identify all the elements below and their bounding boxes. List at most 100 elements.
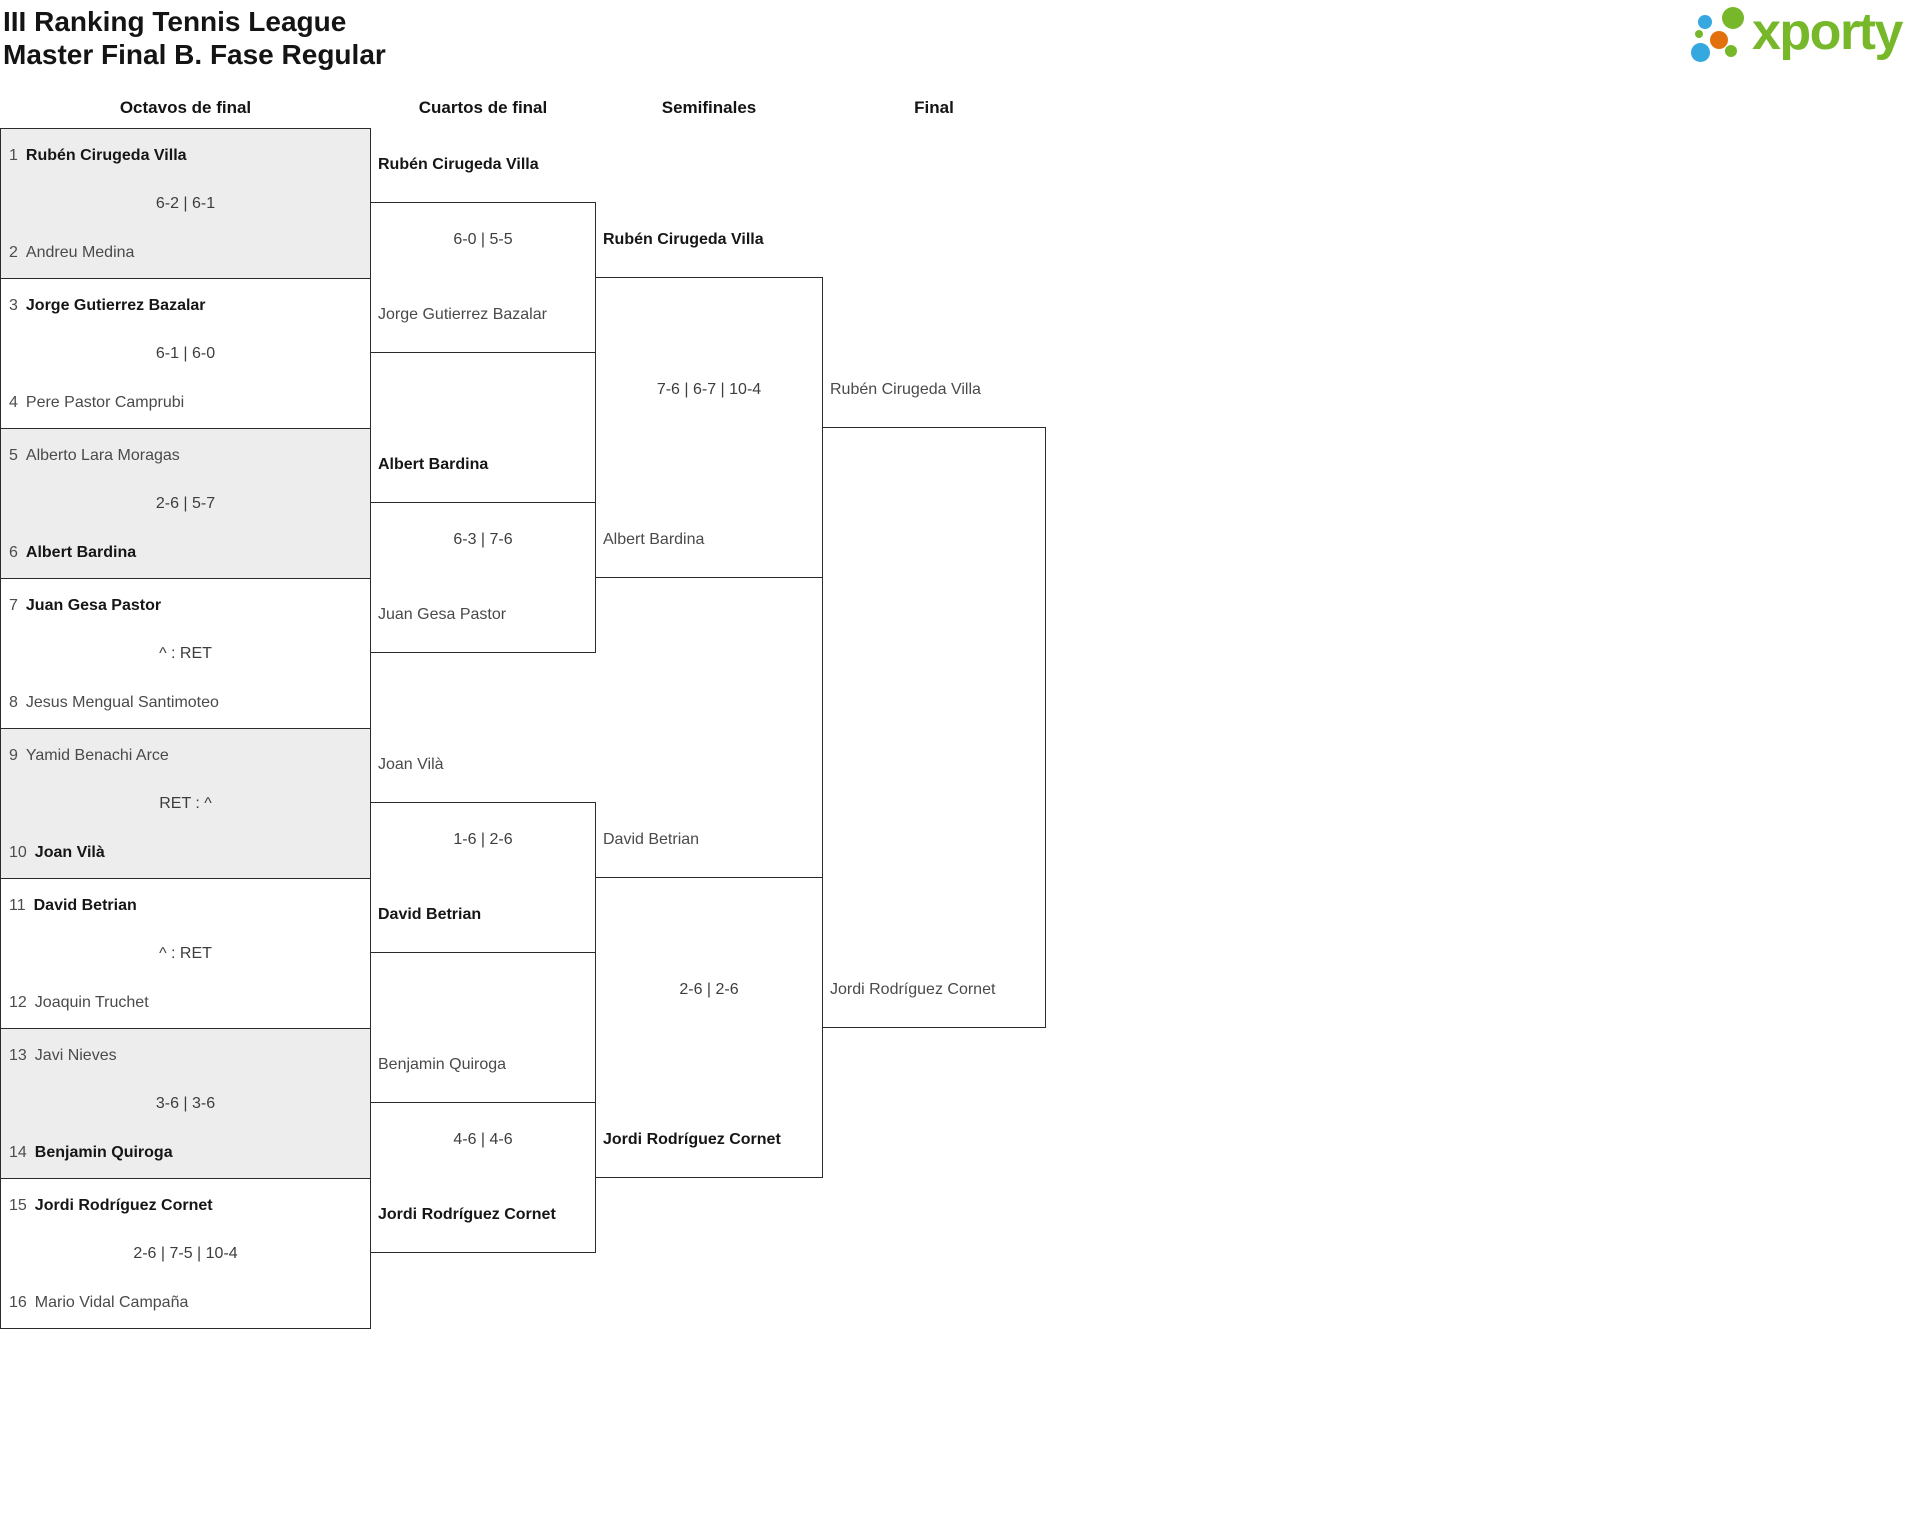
player-row: 10 Joan Vilà bbox=[9, 844, 362, 862]
seed-number: 3 bbox=[9, 297, 18, 314]
player-row: 3 Jorge Gutierrez Bazalar bbox=[9, 297, 362, 315]
match-box-octavos-6: 11 David Betrian ^ : RET 12 Joaquin Truc… bbox=[0, 878, 371, 1029]
player-row: 12 Joaquin Truchet bbox=[9, 994, 362, 1012]
logo-dot-icon bbox=[1710, 31, 1728, 49]
match-score: 3-6 | 3-6 bbox=[155, 1095, 216, 1112]
seed-number: 1 bbox=[9, 147, 18, 164]
player-name: Rubén Cirugeda Villa bbox=[830, 381, 981, 398]
page-title-line1: III Ranking Tennis League bbox=[3, 6, 347, 37]
player-name: Andreu Medina bbox=[25, 244, 135, 261]
player-name: Jordi Rodríguez Cornet bbox=[34, 1197, 213, 1214]
player-name: Yamid Benachi Arce bbox=[25, 747, 169, 764]
player-name: Joan Vilà bbox=[378, 756, 444, 773]
match-box-octavos-7: 13 Javi Nieves 3-6 | 3-6 14 Benjamin Qui… bbox=[0, 1028, 371, 1179]
player-row: 1 Rubén Cirugeda Villa bbox=[9, 147, 362, 165]
seed-number: 7 bbox=[9, 597, 18, 614]
match-box-octavos-2: 3 Jorge Gutierrez Bazalar 6-1 | 6-0 4 Pe… bbox=[0, 278, 371, 429]
player-name: Rubén Cirugeda Villa bbox=[25, 147, 187, 164]
page-title-line2: Master Final B. Fase Regular bbox=[3, 39, 386, 70]
logo-dot-icon bbox=[1722, 7, 1744, 29]
round-header-semifinales: Semifinales bbox=[661, 98, 757, 117]
seed-number: 12 bbox=[9, 994, 27, 1011]
seed-number: 11 bbox=[9, 897, 26, 914]
player-name: Jordi Rodríguez Cornet bbox=[603, 1131, 781, 1148]
logo-wordmark: xporty bbox=[1752, 3, 1903, 61]
player-row: 14 Benjamin Quiroga bbox=[9, 1144, 362, 1162]
match-score: 2-6 | 7-5 | 10-4 bbox=[133, 1245, 238, 1262]
player-name: Javi Nieves bbox=[34, 1047, 117, 1064]
round-header-final: Final bbox=[914, 98, 954, 117]
player-row: 11 David Betrian bbox=[9, 897, 362, 915]
seed-number: 10 bbox=[9, 844, 27, 861]
player-name: Mario Vidal Campaña bbox=[34, 1294, 189, 1311]
match-score: 1-6 | 2-6 bbox=[453, 831, 513, 848]
player-name: Joaquin Truchet bbox=[34, 994, 149, 1011]
match-box-octavos-8: 15 Jordi Rodríguez Cornet 2-6 | 7-5 | 10… bbox=[0, 1178, 371, 1329]
player-name: David Betrian bbox=[33, 897, 137, 914]
player-name: Benjamin Quiroga bbox=[34, 1144, 173, 1161]
seed-number: 16 bbox=[9, 1294, 27, 1311]
player-row: 8 Jesus Mengual Santimoteo bbox=[9, 694, 362, 712]
player-name: Jordi Rodríguez Cornet bbox=[378, 1206, 556, 1223]
player-row: 7 Juan Gesa Pastor bbox=[9, 597, 362, 615]
player-row: 4 Pere Pastor Camprubi bbox=[9, 394, 362, 412]
player-row: 2 Andreu Medina bbox=[9, 244, 362, 262]
seed-number: 13 bbox=[9, 1047, 27, 1064]
player-name: Juan Gesa Pastor bbox=[378, 606, 507, 623]
match-box-octavos-1: 1 Rubén Cirugeda Villa 6-2 | 6-1 2 Andre… bbox=[0, 128, 371, 279]
match-score: 6-2 | 6-1 bbox=[155, 195, 216, 212]
seed-number: 5 bbox=[9, 447, 18, 464]
player-name: Jordi Rodríguez Cornet bbox=[830, 981, 996, 998]
round-header-cuartos: Cuartos de final bbox=[418, 98, 548, 117]
match-score: ^ : RET bbox=[159, 645, 212, 662]
player-name: Pere Pastor Camprubi bbox=[25, 394, 185, 411]
page-title: III Ranking Tennis League Master Final B… bbox=[3, 5, 386, 71]
player-name: Juan Gesa Pastor bbox=[25, 597, 162, 614]
match-connector-cuartos-2 bbox=[370, 502, 596, 653]
seed-number: 14 bbox=[9, 1144, 27, 1161]
player-row: 13 Javi Nieves bbox=[9, 1047, 362, 1065]
logo-dot-icon bbox=[1691, 43, 1710, 62]
round-header-octavos: Octavos de final bbox=[119, 98, 252, 117]
match-connector-cuartos-4 bbox=[370, 1102, 596, 1253]
match-score: 2-6 | 2-6 bbox=[679, 981, 739, 998]
player-name: David Betrian bbox=[378, 906, 482, 923]
logo-dot-icon bbox=[1695, 30, 1703, 38]
player-name: Albert Bardina bbox=[25, 544, 137, 561]
player-name: Alberto Lara Moragas bbox=[25, 447, 180, 464]
player-name: Jesus Mengual Santimoteo bbox=[25, 694, 219, 711]
match-score: RET : ^ bbox=[159, 795, 212, 812]
seed-number: 9 bbox=[9, 747, 18, 764]
match-score: 6-0 | 5-5 bbox=[453, 231, 513, 248]
player-name: Benjamin Quiroga bbox=[378, 1056, 507, 1073]
player-name: Rubén Cirugeda Villa bbox=[603, 231, 764, 248]
player-row: 15 Jordi Rodríguez Cornet bbox=[9, 1197, 362, 1215]
player-name: Jorge Gutierrez Bazalar bbox=[378, 306, 547, 323]
match-box-octavos-4: 7 Juan Gesa Pastor ^ : RET 8 Jesus Mengu… bbox=[0, 578, 371, 729]
match-score: 4-6 | 4-6 bbox=[453, 1131, 513, 1148]
player-row: 6 Albert Bardina bbox=[9, 544, 362, 562]
player-name: Jorge Gutierrez Bazalar bbox=[25, 297, 206, 314]
player-name: Rubén Cirugeda Villa bbox=[378, 156, 539, 173]
seed-number: 2 bbox=[9, 244, 18, 261]
match-score: ^ : RET bbox=[159, 945, 212, 962]
seed-number: 6 bbox=[9, 544, 18, 561]
player-row: 16 Mario Vidal Campaña bbox=[9, 1294, 362, 1312]
player-row: 5 Alberto Lara Moragas bbox=[9, 447, 362, 465]
player-name: Albert Bardina bbox=[603, 531, 705, 548]
match-box-octavos-5: 9 Yamid Benachi Arce RET : ^ 10 Joan Vil… bbox=[0, 728, 371, 879]
match-score: 6-1 | 6-0 bbox=[155, 345, 216, 362]
seed-number: 8 bbox=[9, 694, 18, 711]
match-box-octavos-3: 5 Alberto Lara Moragas 2-6 | 5-7 6 Alber… bbox=[0, 428, 371, 579]
xporty-logo[interactable]: xporty bbox=[1688, 2, 1920, 66]
match-score: 2-6 | 5-7 bbox=[155, 495, 216, 512]
player-name: David Betrian bbox=[603, 831, 700, 848]
player-row: 9 Yamid Benachi Arce bbox=[9, 747, 362, 765]
match-score: 7-6 | 6-7 | 10-4 bbox=[656, 381, 762, 398]
match-connector-cuartos-1 bbox=[370, 202, 596, 353]
match-connector-cuartos-3 bbox=[370, 802, 596, 953]
seed-number: 15 bbox=[9, 1197, 27, 1214]
match-score: 6-3 | 7-6 bbox=[453, 531, 513, 548]
match-connector-final bbox=[822, 427, 1046, 1028]
